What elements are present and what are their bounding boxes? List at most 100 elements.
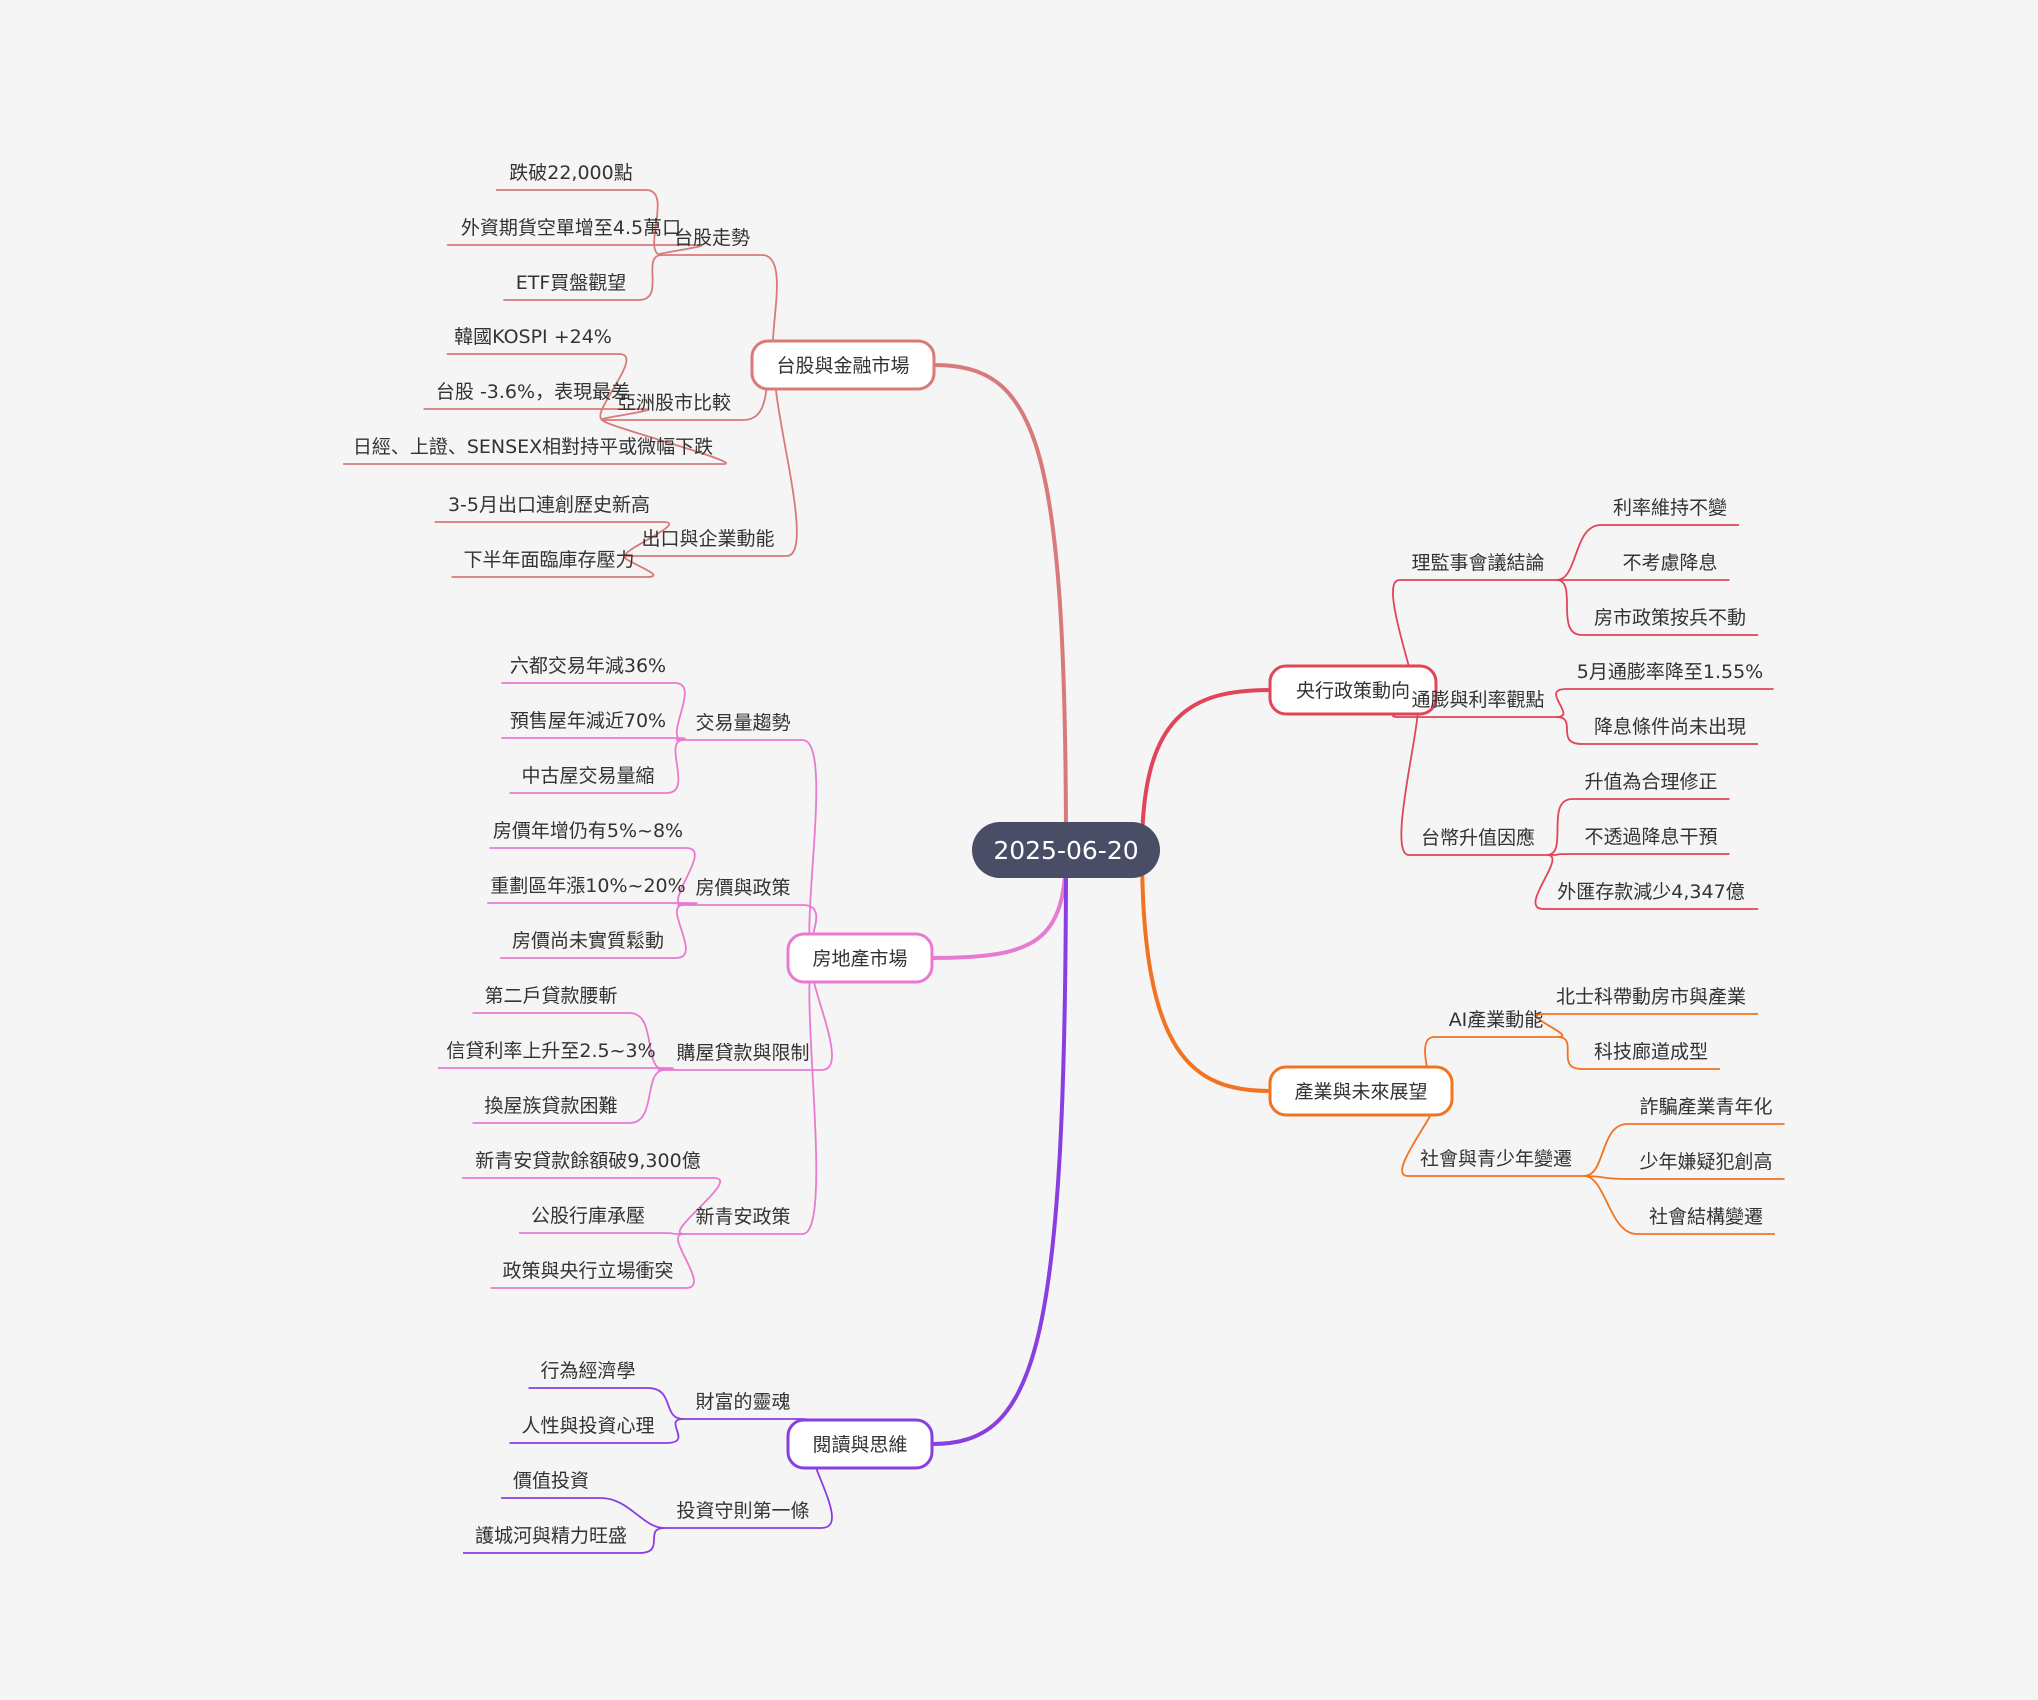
subtopic-node[interactable]: 投資守則第一條 <box>676 1500 809 1522</box>
connector-subtopic-leaf <box>490 1233 695 1289</box>
root-node[interactable]: 2025-06-20 <box>972 822 1160 878</box>
leaf-node-label[interactable]: 六都交易年減36% <box>510 655 666 677</box>
leaf-node-label[interactable]: 日經、上證、SENSEX相對持平或微幅下跌 <box>353 436 713 458</box>
leaf-node-label[interactable]: 3-5月出口連創歷史新高 <box>448 494 650 516</box>
connector-subtopic-leaf <box>501 737 686 741</box>
connector-subtopic-leaf <box>501 1497 665 1529</box>
subtopic-node[interactable]: 台股走勢 <box>674 227 750 249</box>
leaf-node-label[interactable]: 少年嫌疑犯創高 <box>1639 1151 1772 1173</box>
leaf-node-label[interactable]: 下半年面臨庫存壓力 <box>463 549 634 571</box>
leaf-node-label[interactable]: 房價年增仍有5%~8% <box>493 820 683 842</box>
connector-branch-subtopic <box>683 739 818 959</box>
leaf-node-label[interactable]: 不考慮降息 <box>1622 552 1717 574</box>
subtopic-node[interactable]: 出口與企業動能 <box>641 528 774 550</box>
leaf-node-label[interactable]: 不透過降息干預 <box>1584 826 1717 848</box>
leaf-node-label[interactable]: 社會結構變遷 <box>1649 1206 1763 1228</box>
subtopic-node[interactable]: AI產業動能 <box>1449 1009 1544 1031</box>
leaf-node-label[interactable]: 新青安貸款餘額破9,300億 <box>475 1150 700 1172</box>
subtopic-label: AI產業動能 <box>1449 1009 1544 1031</box>
subtopic-node[interactable]: 購屋貸款與限制 <box>676 1042 809 1064</box>
leaf-node-label[interactable]: ETF買盤觀望 <box>516 272 627 294</box>
branch-node-central-bank-policy[interactable]: 央行政策動向 <box>1268 664 1438 716</box>
subtopic-node[interactable]: 台幣升值因應 <box>1421 826 1535 849</box>
leaf-node-label[interactable]: 5月通膨率降至1.55% <box>1577 661 1763 683</box>
branch-node-shape <box>750 339 936 391</box>
connector-subtopic-leaf <box>1557 1036 1720 1070</box>
leaf-node-label[interactable]: 政策與央行立場衝突 <box>502 1260 673 1282</box>
connector-subtopic-leaf <box>1583 1175 1775 1235</box>
subtopic-label: 出口與企業動能 <box>641 528 774 550</box>
leaf-node-label[interactable]: 護城河與精力旺盛 <box>475 1525 627 1547</box>
connector-subtopic-leaf <box>519 1232 684 1235</box>
branch-node-shape <box>786 1418 934 1470</box>
branch-node-label: 房地產市場 <box>812 948 907 970</box>
subtopic-label: 財富的靈魂 <box>695 1391 790 1413</box>
connector-subtopic-leaf <box>451 555 655 578</box>
branch-node-taiwan-stock-finance[interactable]: 台股與金融市場 <box>750 339 936 391</box>
subtopic-node[interactable]: 交易量趨勢 <box>695 712 790 734</box>
connector-subtopic-leaf <box>343 419 727 465</box>
subtopic-label: 社會與青少年變遷 <box>1420 1148 1572 1170</box>
branch-node-real-estate[interactable]: 房地產市場 <box>786 932 934 984</box>
connector-root-industry-outlook <box>1140 848 1272 1093</box>
leaf-node-label[interactable]: 房市政策按兵不動 <box>1594 607 1746 629</box>
subtopic-label: 台幣升值因應 <box>1421 826 1535 849</box>
connector-subtopic-leaf <box>472 1069 665 1124</box>
leaf-node-label[interactable]: 價值投資 <box>513 1470 589 1492</box>
branch-node-shape <box>786 932 934 984</box>
leaf-node-label[interactable]: 詐騙產業青年化 <box>1639 1096 1772 1118</box>
leaf-node-label[interactable]: 韓國KOSPI +24% <box>454 326 612 348</box>
subtopic-node[interactable]: 房價與政策 <box>695 877 790 899</box>
root-node-shape <box>972 822 1160 878</box>
connector-subtopic-leaf <box>495 189 663 256</box>
leaf-node-label[interactable]: 外資期貨空單增至4.5萬口 <box>461 217 681 239</box>
leaf-node-label[interactable]: 北士科帶動房市與產業 <box>1556 986 1746 1008</box>
leaf-node-label[interactable]: 房價尚未實質鬆動 <box>512 930 664 952</box>
connector-subtopic-leaf <box>509 1418 684 1444</box>
subtopic-node[interactable]: 財富的靈魂 <box>695 1391 790 1413</box>
connector-subtopic-leaf <box>1583 1175 1785 1180</box>
connector-subtopic-leaf <box>1546 853 1730 856</box>
subtopic-label: 交易量趨勢 <box>695 712 790 734</box>
leaf-node-label[interactable]: 人性與投資心理 <box>521 1415 654 1437</box>
subtopic-node[interactable]: 通膨與利率觀點 <box>1411 689 1544 711</box>
leaf-node-label[interactable]: 利率維持不變 <box>1613 497 1727 519</box>
connector-root-reading-thinking <box>930 848 1068 1446</box>
branch-node-shape <box>1268 1065 1454 1117</box>
branch-node-industry-outlook[interactable]: 產業與未來展望 <box>1268 1065 1454 1117</box>
connector-subtopic-leaf <box>461 1177 722 1235</box>
subtopic-label: 房價與政策 <box>695 877 790 899</box>
leaf-node-label[interactable]: 跌破22,000點 <box>509 162 632 184</box>
connector-subtopic-leaf <box>1556 716 1758 745</box>
subtopic-node[interactable]: 社會與青少年變遷 <box>1420 1148 1572 1170</box>
leaf-node-label[interactable]: 重劃區年漲10%~20% <box>490 875 685 897</box>
leaf-node-label[interactable]: 科技廊道成型 <box>1594 1041 1708 1063</box>
connector-subtopic-leaf <box>528 1387 684 1420</box>
connector-subtopic-leaf <box>446 353 628 421</box>
leaf-node-label[interactable]: 行為經濟學 <box>540 1360 635 1382</box>
leaf-node-label[interactable]: 降息條件尚未出現 <box>1594 716 1746 738</box>
leaf-node-label[interactable]: 預售屋年減近70% <box>510 710 666 732</box>
connector-subtopic-leaf <box>463 1527 665 1554</box>
subtopic-node[interactable]: 亞洲股市比較 <box>617 392 731 414</box>
leaf-node-label[interactable]: 外匯存款減少4,347億 <box>1557 881 1744 903</box>
leaf-node-label[interactable]: 信貸利率上升至2.5~3% <box>446 1040 655 1062</box>
subtopic-label: 亞洲股市比較 <box>617 392 731 414</box>
subtopic-node[interactable]: 新青安政策 <box>695 1206 790 1228</box>
connector-subtopic-leaf <box>1556 524 1739 581</box>
connector-subtopic-leaf <box>509 739 684 794</box>
leaf-node-label[interactable]: 換屋族貸款困難 <box>484 1095 617 1117</box>
leaf-node-label[interactable]: 公股行庫承壓 <box>531 1205 645 1227</box>
connector-subtopic-leaf <box>500 904 687 959</box>
branch-node-reading-thinking[interactable]: 閱讀與思維 <box>786 1418 934 1470</box>
root-node-label: 2025-06-20 <box>993 836 1138 865</box>
leaf-node-label[interactable]: 台股 -3.6%，表現最差 <box>436 381 630 403</box>
leaf-node-label[interactable]: 中古屋交易量縮 <box>521 765 654 787</box>
branch-node-shape <box>1268 664 1438 716</box>
connector-subtopic-leaf <box>1534 854 1759 910</box>
connector-root-central-bank-policy <box>1140 688 1272 852</box>
leaf-node-label[interactable]: 升值為合理修正 <box>1584 771 1717 793</box>
subtopic-node[interactable]: 理監事會議結論 <box>1411 552 1544 574</box>
leaf-node-label[interactable]: 第二戶貸款腰斬 <box>484 985 617 1007</box>
